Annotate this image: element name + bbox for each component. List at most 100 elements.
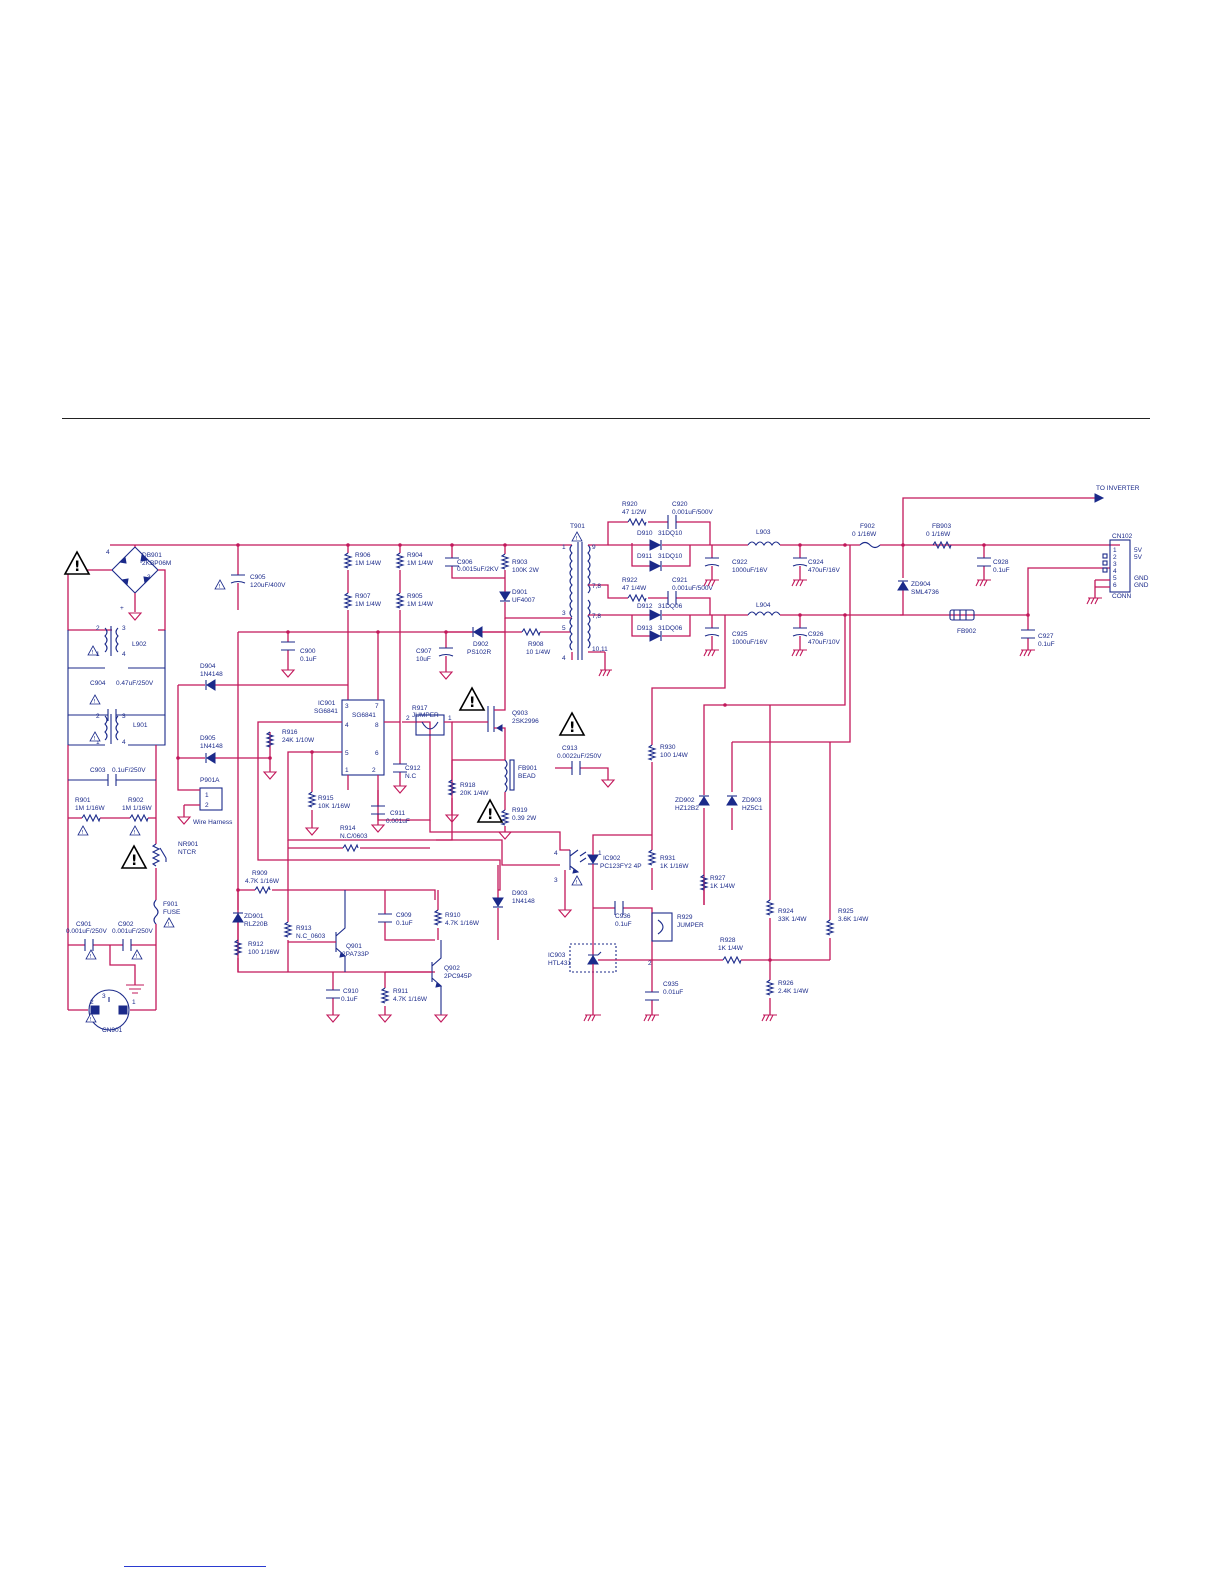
q903-value: 2SK2996 [512, 718, 539, 725]
l903-label: L903 [756, 529, 771, 536]
l901-pin-2: 2 [96, 713, 100, 720]
c911-label: C911 [390, 810, 405, 817]
cn102-pin-2-name: 5V [1134, 554, 1143, 561]
zd903-label: ZD903 [742, 797, 762, 804]
ic902-pin-3: 3 [554, 877, 558, 884]
p901a-pin-1: 1 [205, 792, 209, 799]
r909-value: 4.7K 1/16W [245, 878, 280, 885]
ic903-value: HTL431 [548, 960, 572, 967]
r925-value: 3.6K 1/4W [838, 916, 869, 923]
r904-value: 1M 1/4W [407, 560, 434, 567]
c913-label: C913 [562, 745, 578, 752]
q902-value: 2PC945P [444, 973, 472, 980]
zd902-value: HZ12B2 [675, 805, 699, 812]
r919-label: R919 [512, 807, 528, 814]
r928-value: 1K 1/4W [718, 945, 744, 952]
cn901-pin-2: 2 [90, 999, 94, 1006]
warning-icon: ! [129, 825, 141, 836]
c912-value: N.C [405, 773, 417, 780]
c909-label: C909 [396, 912, 412, 919]
f902-label: F902 [860, 523, 875, 530]
aux-winding-supply: C907 10uF D902 PS102R R908 10 1/4W [416, 626, 570, 680]
controller-ic901: SG6841 3 7 4 8 5 6 1 2 IC901 SG6841 [257, 632, 560, 866]
ic901-chip-marking: SG6841 [352, 712, 376, 719]
zd904-value: SML4736 [911, 589, 939, 596]
t901-pin-9: 9 [592, 544, 596, 551]
r908-value: 10 1/4W [526, 649, 551, 656]
r930-label: R930 [660, 744, 676, 751]
svg-text:!: ! [90, 954, 92, 960]
cn102-pin-2: 2 [1113, 554, 1117, 561]
transformer-t901: 1 9 3 7,8 5 4 10,11 7,8 T901 [562, 523, 612, 677]
r924-value: 33K 1/4W [778, 916, 807, 923]
warning-icon: ! [89, 731, 101, 742]
fb903-value: 0 1/16W [926, 531, 951, 538]
r917-pin-1: 1 [448, 715, 452, 722]
q903-label: Q903 [512, 710, 528, 717]
capacitor-c913: C913 0.0022uF/250V [555, 745, 616, 788]
diodes-d904-d905: D904 1N4148 D905 1N4148 [176, 663, 348, 791]
r902-label: R902 [128, 797, 144, 804]
r931-label: R931 [660, 855, 676, 862]
l901-pin-1: 1 [96, 739, 100, 746]
zd904-label: ZD904 [911, 581, 931, 588]
d902-value: PS102R [467, 649, 492, 656]
r913-value: N.C_0603 [296, 933, 326, 940]
input-filter-section: 4 3 - + DB901 2KBP06M ! 2 3 1 4 L902 ! C… [63, 544, 572, 1034]
c924-value: 470uF/16V [808, 567, 840, 574]
r912-value: 100 1/16W [248, 949, 280, 956]
ic902-pin-1: 1 [598, 850, 602, 857]
mosfet-q903: Q903 2SK2996 [452, 618, 539, 760]
d912-value: 31DQ06 [658, 603, 683, 610]
warning-icon: ! [85, 949, 97, 960]
svg-text:!: ! [94, 699, 96, 705]
jumper-r917: R917 JUMPER 2 1 [402, 705, 453, 841]
c927-label: C927 [1038, 633, 1054, 640]
l902-pin-3: 3 [122, 625, 126, 632]
inductor-l902: 2 3 1 4 L902 [67, 625, 166, 669]
c922-value: 1000uF/16V [732, 567, 768, 574]
f901-value: FUSE [163, 909, 181, 916]
r922-value: 47 1/4W [622, 585, 647, 592]
t901-label: T901 [570, 523, 585, 530]
warning-icon: ! [85, 1012, 97, 1023]
r915-value: 10K 1/16W [318, 803, 351, 810]
secondary-lower-output: R922 47 1/4W C921 0.001uF/500V D912 31DQ… [605, 567, 1110, 657]
zd903-value: HZ5C1 [742, 805, 763, 812]
c909-value: 0.1uF [396, 920, 413, 927]
capacitor-c912: C912 N.C [392, 760, 421, 794]
c925-value: 1000uF/16V [732, 639, 768, 646]
cn102-pin-5: 5 [1113, 575, 1117, 582]
db901-label: DB901 [142, 552, 162, 559]
bridge-rectifier-db901: 4 3 - + DB901 2KBP06M [67, 545, 171, 631]
svg-text:!: ! [92, 650, 94, 656]
warning-icon: ! [120, 844, 148, 869]
cn102-label: CN102 [1112, 533, 1133, 540]
r903-value: 100K 2W [512, 567, 540, 574]
svg-text:!: ! [576, 880, 578, 886]
d913-label: D913 [637, 625, 653, 632]
ic901-value: SG6841 [314, 708, 338, 715]
warning-icon: ! [89, 694, 101, 705]
d903-label: D903 [512, 890, 528, 897]
c910-value: 0.1uF [341, 996, 358, 1003]
svg-text:!: ! [136, 954, 138, 960]
f901-label: F901 [163, 901, 178, 908]
db901-pin-minus: - [140, 559, 142, 566]
cn102-pin-3: 3 [1113, 561, 1117, 568]
c927-value: 0.1uF [1038, 641, 1055, 648]
power-supply-schematic: 4 3 - + DB901 2KBP06M ! 2 3 1 4 L902 ! C… [63, 485, 1149, 1034]
resistor-r914: R914 N.C/0603 [288, 825, 430, 853]
bead-fb901-r919: FB901 BEAD R919 0.39 2W [497, 759, 538, 840]
c907-value: 10uF [416, 656, 431, 663]
ic901-pin-4: 4 [345, 722, 349, 729]
q901-label: Q901 [346, 943, 362, 950]
r931-value: 1K 1/16W [660, 863, 689, 870]
d912-label: D912 [637, 603, 653, 610]
r917-pin-2: 2 [406, 715, 410, 722]
warning-icon: ! [571, 875, 583, 886]
c908-label: C900 [300, 648, 316, 655]
c935-label: C935 [663, 981, 679, 988]
cn102-conn-label: CONN [1112, 593, 1131, 600]
cn102-pin-1-name: 5V [1134, 547, 1143, 554]
